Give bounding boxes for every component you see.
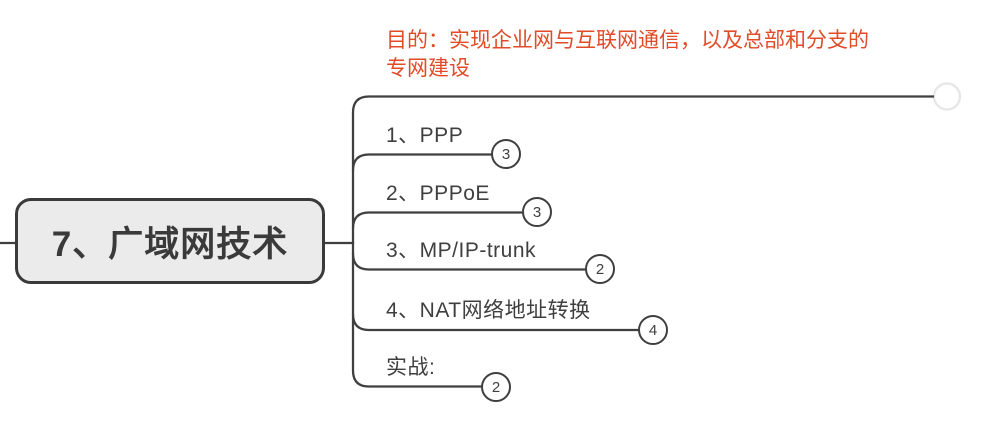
- root-topic-label: 7、广域网技术: [51, 224, 289, 264]
- branch-underline-mp-trunk: [351, 252, 587, 271]
- collapse-count-badge-nat[interactable]: 4: [638, 315, 668, 345]
- collapse-count-badge-pppoe[interactable]: 3: [522, 197, 552, 227]
- branch-topic-mp-ip-trunk[interactable]: 3、MP/IP-trunk: [386, 239, 537, 262]
- note-underline-and-upper-trunk: [351, 95, 947, 246]
- note-line-1: 目的：实现企业网与互联网通信，以及总部和分支的: [386, 29, 869, 52]
- branch-topic-nat[interactable]: 4、NAT网络地址转换: [386, 299, 591, 322]
- lower-trunk-and-last-underline: [351, 240, 483, 388]
- note-topic-purpose[interactable]: 目的：实现企业网与互联网通信，以及总部和分支的 专网建设: [386, 27, 966, 83]
- branch-topic-shizhan[interactable]: 实战:: [386, 356, 436, 379]
- branch-underline-nat: [351, 312, 640, 332]
- branch-underline-ppp: [351, 153, 493, 172]
- note-line-2: 专网建设: [386, 57, 470, 80]
- branch-topic-ppp[interactable]: 1、PPP: [386, 124, 464, 147]
- branch-topic-pppoe[interactable]: 2、PPPoE: [386, 182, 490, 205]
- collapse-count-badge-mp-ip-trunk[interactable]: 2: [585, 254, 615, 284]
- root-topic[interactable]: 7、广域网技术: [15, 198, 325, 284]
- branch-underline-pppoe: [351, 211, 524, 230]
- collapse-count-badge-shizhan[interactable]: 2: [481, 372, 511, 402]
- collapse-count-badge-ppp[interactable]: 3: [491, 139, 521, 169]
- ghost-collapse-indicator: [932, 82, 962, 111]
